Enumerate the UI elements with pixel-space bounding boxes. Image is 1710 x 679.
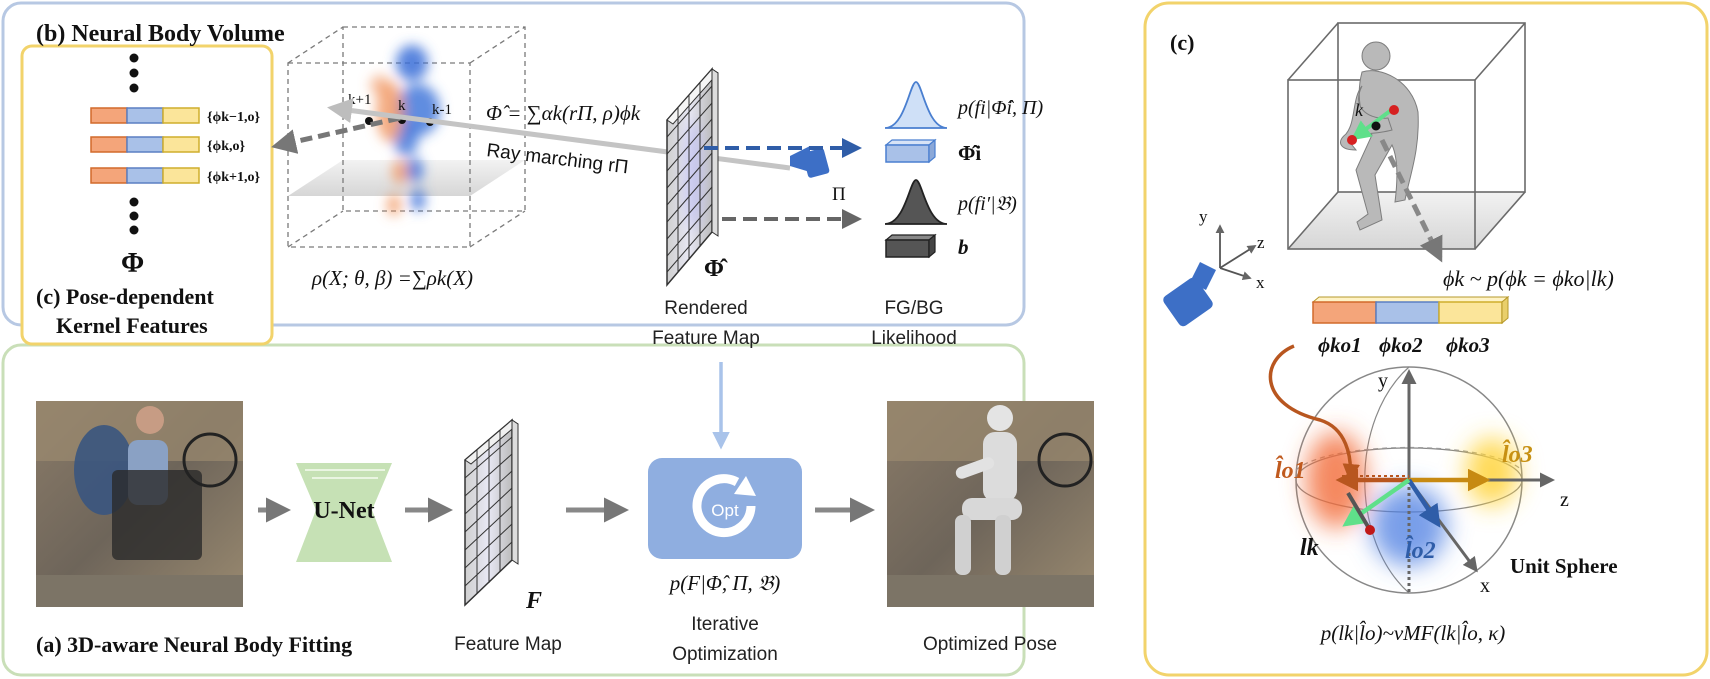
bg-gaussian-icon xyxy=(884,179,948,225)
feature-bar-k-plus xyxy=(90,167,200,184)
sample-dir-lk xyxy=(1342,478,1411,527)
fg-likelihood-eq: p(fi|Φ̂i, Π) xyxy=(956,97,1043,119)
panel-c-title: (c) xyxy=(1170,30,1194,55)
feature-bar-k xyxy=(90,136,200,153)
ko2-label: ϕko2 xyxy=(1379,333,1423,357)
feature-label-k: {ϕk,o} xyxy=(207,139,246,154)
axis-y-label: y xyxy=(1199,207,1208,226)
iterative-line1: Iterative xyxy=(691,614,759,635)
likelihood-label-line2: Likelihood xyxy=(871,328,957,349)
rendered-label-line1: Rendered xyxy=(664,298,747,319)
vmf-equation: p(lk|l̂o)~vMF(lk|l̂o, κ) xyxy=(1319,621,1506,645)
rendered-label-line2: Feature Map xyxy=(652,328,760,349)
unit-sphere-label: Unit Sphere xyxy=(1510,554,1618,578)
fg-gaussian-icon xyxy=(884,81,948,129)
fg-feature-block xyxy=(884,138,937,164)
l-o3-label: l̂o3 xyxy=(1502,440,1533,468)
iterative-line2: Optimization xyxy=(672,644,778,665)
panel-b-frame xyxy=(1,1,1026,327)
mean-dir-o2 xyxy=(1407,478,1441,528)
mesh-cube xyxy=(1287,22,1526,250)
joint-label-k-plus: k+1 xyxy=(348,92,371,108)
kernel-title-line2: Kernel Features xyxy=(56,313,208,338)
kernel-pointer-arrow xyxy=(271,115,401,154)
joint-black-k xyxy=(1371,121,1381,131)
ko1-label: ϕko1 xyxy=(1318,333,1362,357)
result-photo xyxy=(887,401,1094,607)
feature-label-k-plus: {ϕk+1,o} xyxy=(207,170,261,185)
sphere-z-label: z xyxy=(1560,489,1569,511)
sphere-x-label: x xyxy=(1480,575,1490,597)
result-label: Optimized Pose xyxy=(923,634,1057,655)
axis-z-label: z xyxy=(1257,233,1265,252)
phi-symbol: Φ xyxy=(121,248,144,279)
l-o1-label: l̂o1 xyxy=(1275,456,1306,484)
feature-map-label: Feature Map xyxy=(454,634,562,655)
panel-c-frame xyxy=(1143,1,1709,677)
bg-feature-symbol: b xyxy=(958,235,969,259)
feature-label-k-minus: {ϕk−1,o} xyxy=(207,110,261,125)
phi-probability-eq: ϕk ~ p(ϕk = ϕko|lk) xyxy=(1443,266,1614,291)
panel-b-title: (b) Neural Body Volume xyxy=(36,21,285,47)
camera-icon xyxy=(790,146,830,178)
feature-map-grid xyxy=(464,418,519,607)
camera-axes xyxy=(1215,224,1257,280)
ko3-label: ϕko3 xyxy=(1446,333,1490,357)
refresh-icon xyxy=(692,474,756,538)
axis-x-label: x xyxy=(1256,273,1265,292)
rendered-phi-hat: Φ̂ xyxy=(704,256,728,282)
feature-map-symbol: F xyxy=(525,588,542,614)
feature-triple-bar xyxy=(1311,295,1510,325)
feature-equation: Φ̂ = ∑αk(rΠ, ρ)ϕk xyxy=(486,101,641,125)
mesh-pointer-arrow xyxy=(1379,138,1443,263)
joint-red-bottom xyxy=(1347,135,1357,145)
optimization-block xyxy=(648,458,802,559)
side-camera-icon xyxy=(1163,262,1216,327)
bg-likelihood-eq: p(fi′|𝔅) xyxy=(956,193,1017,215)
camera-label: Π xyxy=(832,184,846,205)
limb-segment xyxy=(1346,491,1372,532)
fg-feature-symbol: Φ̂i xyxy=(958,141,981,165)
kernel-title-line1: (c) Pose-dependent xyxy=(36,284,214,309)
sphere-y-label: y xyxy=(1378,370,1388,392)
unet-label: U-Net xyxy=(313,498,374,524)
opt-label: Opt xyxy=(711,501,739,520)
kernel-dots-bottom xyxy=(129,197,139,235)
kernel-dots-top xyxy=(129,53,139,93)
joint-label-k-minus: k-1 xyxy=(432,102,452,118)
density-equation: ρ(X; θ, β) =∑ρk(X) xyxy=(311,266,473,290)
mesh-joint-label: k xyxy=(1355,100,1364,120)
bg-feature-block xyxy=(884,233,937,259)
rendered-feature-map xyxy=(666,67,719,288)
body-density-blobs xyxy=(370,45,440,216)
opt-equation: p(F|Φ̂, Π, 𝔅) xyxy=(668,571,780,595)
panel-a-title: (a) 3D-aware Neural Body Fitting xyxy=(36,632,352,657)
input-photo xyxy=(36,401,243,607)
l-o2-label: l̂o2 xyxy=(1405,536,1436,564)
feature-link-arrow xyxy=(1268,344,1360,482)
l-k-label: lk xyxy=(1300,535,1319,561)
unet-block xyxy=(296,463,392,562)
limb-end-red xyxy=(1365,525,1375,535)
feature-bar-k-minus xyxy=(90,107,200,124)
joint-red-top xyxy=(1389,105,1399,115)
joint-label-k: k xyxy=(398,98,406,114)
kernel-features-frame xyxy=(20,44,274,346)
likelihood-label-line1: FG/BG xyxy=(884,298,943,319)
